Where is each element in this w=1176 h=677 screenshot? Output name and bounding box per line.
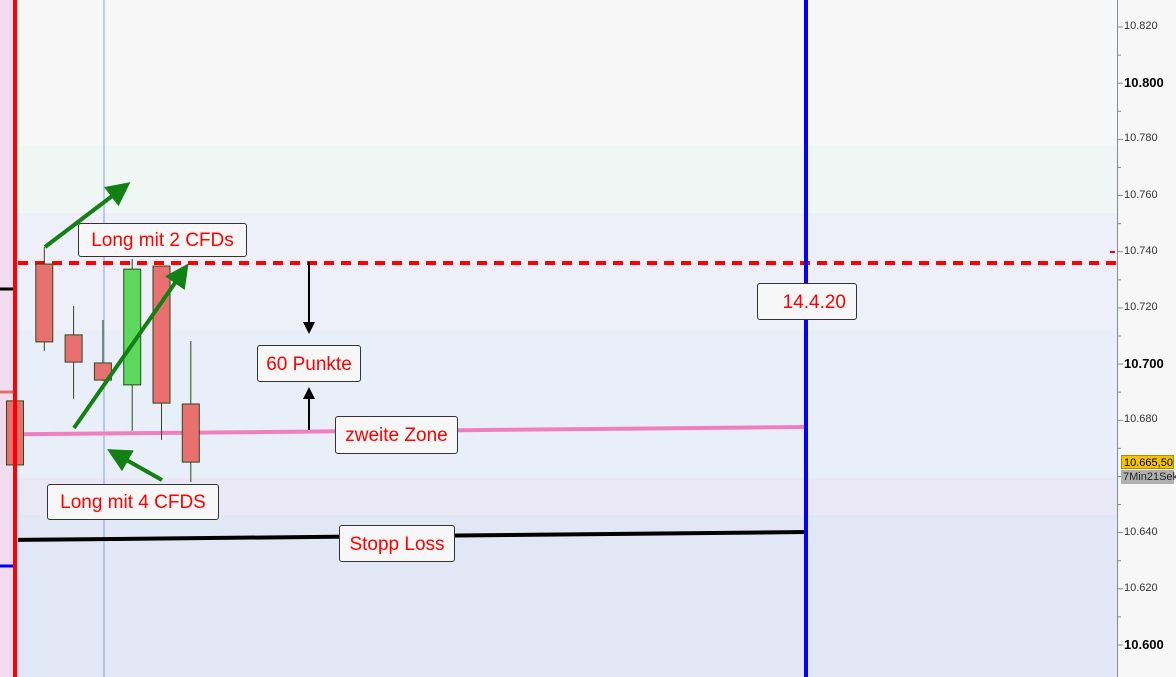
green-arrow-left — [107, 449, 163, 482]
label-zweite-zone[interactable]: zweite Zone — [335, 416, 458, 454]
candle — [181, 341, 200, 483]
current-price-tag: 10.665,50 — [1121, 455, 1174, 469]
price-axis[interactable] — [1117, 0, 1176, 677]
candle — [35, 246, 54, 351]
y-tick-label: 10.640 — [1124, 525, 1158, 538]
candle-body — [181, 403, 200, 463]
y-tick-label: 10.820 — [1124, 20, 1158, 32]
candle — [123, 259, 142, 431]
y-tick-label: 10.780 — [1124, 132, 1158, 145]
y-tick-label: 10.760 — [1124, 188, 1158, 201]
candle-countdown: 7Min21Sek — [1121, 470, 1176, 484]
left-stubs — [0, 287, 14, 568]
label-long-4-cfds[interactable]: Long mit 4 CFDS — [47, 484, 219, 520]
candle-body — [152, 265, 171, 404]
y-tick-label: 10.800 — [1124, 75, 1164, 91]
label-60-punkte[interactable]: 60 Punkte — [257, 345, 361, 382]
y-tick-label: 10.620 — [1124, 581, 1158, 594]
label-stopp-loss[interactable]: Stopp Loss — [339, 525, 455, 562]
candles — [6, 246, 200, 483]
y-tick-label: 10.720 — [1124, 300, 1158, 313]
candle-body — [35, 263, 54, 343]
y-tick-label: 10.680 — [1124, 413, 1158, 426]
candle — [152, 265, 171, 440]
green-arrow-up-2 — [72, 263, 189, 430]
y-tick-label: 10.700 — [1124, 356, 1164, 372]
y-tick-label: 10.740 — [1124, 244, 1158, 257]
candle-body — [64, 334, 83, 363]
green-arrow-up-1 — [43, 182, 131, 249]
candle — [64, 305, 83, 399]
candle-body — [123, 268, 142, 386]
y-tick-label: 10.600 — [1124, 636, 1164, 652]
label-long-2-cfds[interactable]: Long mit 2 CFDs — [78, 223, 247, 257]
label-date[interactable]: 14.4.20 — [757, 283, 857, 320]
